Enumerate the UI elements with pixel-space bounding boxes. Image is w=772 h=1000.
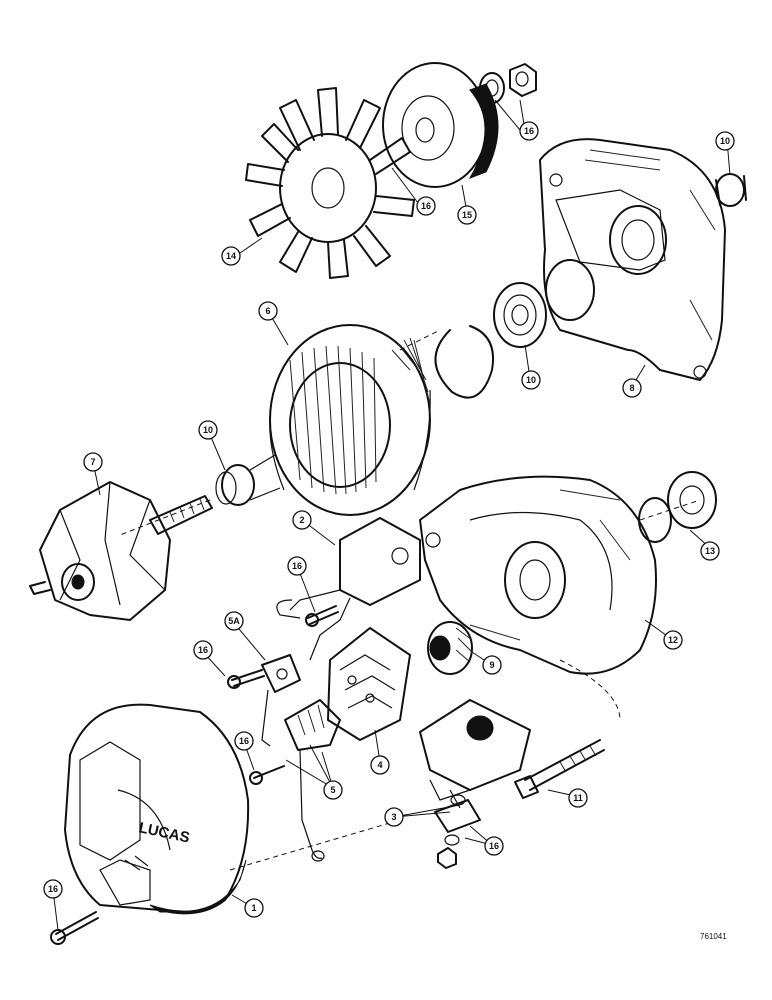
callout-5a: 5A (224, 611, 244, 631)
callout-13: 13 (700, 541, 720, 561)
surge-diode (261, 654, 301, 747)
callout-1: 1 (244, 898, 264, 918)
callout-12: 12 (663, 630, 683, 650)
svg-text:10: 10 (203, 425, 213, 435)
svg-text:13: 13 (705, 546, 715, 556)
callout-16-plate: 16 (484, 836, 504, 856)
callout-4: 4 (370, 755, 390, 775)
svg-text:16: 16 (239, 736, 249, 746)
svg-text:16: 16 (421, 201, 431, 211)
stator (269, 324, 431, 516)
svg-text:1: 1 (251, 903, 256, 913)
bush-left (215, 454, 281, 506)
svg-text:11: 11 (573, 793, 583, 803)
seal-ring (545, 259, 595, 321)
svg-text:14: 14 (226, 251, 236, 261)
callout-10-mid: 10 (521, 370, 541, 390)
callout-5: 5 (323, 780, 343, 800)
alignment-lines (119, 329, 701, 871)
svg-text:16: 16 (489, 841, 499, 851)
screw-upper (305, 605, 339, 627)
svg-text:5A: 5A (228, 616, 240, 626)
washer-and-nut (479, 63, 537, 104)
rectifier (327, 627, 411, 741)
callout-10-top: 10 (715, 131, 735, 151)
svg-text:4: 4 (377, 760, 382, 770)
bush-top (715, 173, 747, 207)
svg-text:16: 16 (198, 645, 208, 655)
circlip (434, 325, 494, 399)
callout-8: 9 (482, 655, 502, 675)
callout-16-top: 16 (519, 121, 539, 141)
svg-text:5: 5 (330, 785, 335, 795)
terminal-plate (419, 699, 531, 869)
callout-14: 14 (221, 246, 241, 266)
rotor (29, 481, 213, 621)
end-cover (64, 703, 250, 915)
svg-text:16: 16 (292, 561, 302, 571)
svg-text:2: 2 (299, 515, 304, 525)
regulator (276, 517, 421, 661)
callout-6: 6 (258, 301, 278, 321)
svg-text:6: 6 (265, 306, 270, 316)
bearing-slip-ring-end (638, 471, 717, 543)
figure-code: 761041 (700, 932, 727, 941)
bearing-drive-end (493, 282, 547, 348)
screw-cover (50, 911, 99, 945)
svg-text:12: 12 (668, 635, 678, 645)
through-bolt (514, 739, 605, 799)
svg-text:10: 10 (720, 136, 730, 146)
callout-16-regulator: 16 (287, 556, 307, 576)
callout-3: 3 (384, 807, 404, 827)
svg-text:7: 7 (90, 457, 95, 467)
screw-5 (249, 765, 285, 785)
slip-ring-end-bracket (419, 475, 657, 675)
svg-text:16: 16 (524, 126, 534, 136)
screw-5a (227, 669, 265, 689)
callout-16-fan: 16 (416, 196, 436, 216)
brand-marking: LUCAS (137, 819, 191, 846)
svg-text:3: 3 (391, 812, 396, 822)
callout-16-cover: 16 (43, 879, 63, 899)
callout-15: 15 (457, 205, 477, 225)
svg-text:15: 15 (462, 210, 472, 220)
callout-10-left: 10 (198, 420, 218, 440)
callout-16-5: 16 (234, 731, 254, 751)
slip-ring (427, 621, 473, 675)
callout-16-5a: 16 (193, 640, 213, 660)
fan (245, 87, 415, 279)
svg-text:8: 8 (629, 383, 634, 393)
svg-text:16: 16 (48, 884, 58, 894)
callout-9: 8 (622, 378, 642, 398)
callout-11: 11 (568, 788, 588, 808)
callout-7: 7 (83, 452, 103, 472)
svg-text:9: 9 (489, 660, 494, 670)
pulley (382, 62, 499, 188)
brush-box (284, 699, 341, 862)
svg-text:10: 10 (526, 375, 536, 385)
callout-2: 2 (292, 510, 312, 530)
